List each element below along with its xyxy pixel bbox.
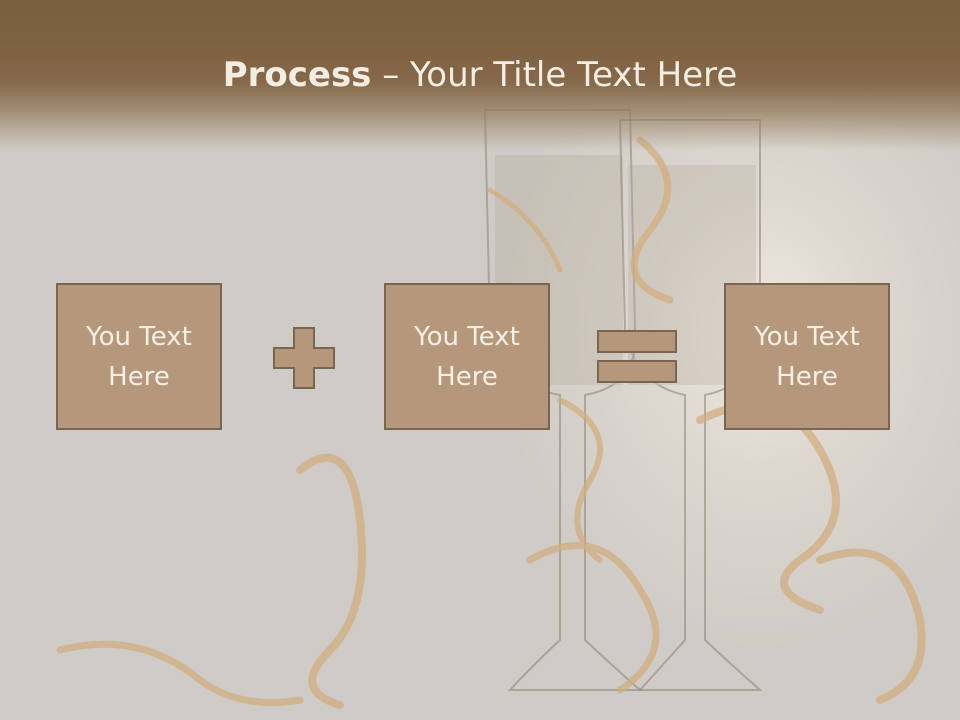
process-box-3[interactable]: You Text Here bbox=[724, 283, 890, 430]
process-box-2-text: You Text Here bbox=[414, 321, 520, 392]
title-text: – Your Title Text Here bbox=[371, 55, 738, 95]
plus-icon bbox=[273, 327, 335, 389]
process-box-1[interactable]: You Text Here bbox=[56, 283, 222, 430]
slide-title: Process – Your Title Text Here bbox=[0, 50, 960, 100]
process-box-2[interactable]: You Text Here bbox=[384, 283, 550, 430]
process-box-1-text: You Text Here bbox=[86, 321, 192, 392]
process-box-3-text: You Text Here bbox=[754, 321, 860, 392]
title-band bbox=[0, 0, 960, 150]
equals-icon bbox=[597, 330, 677, 383]
title-bold-word: Process bbox=[222, 55, 372, 95]
